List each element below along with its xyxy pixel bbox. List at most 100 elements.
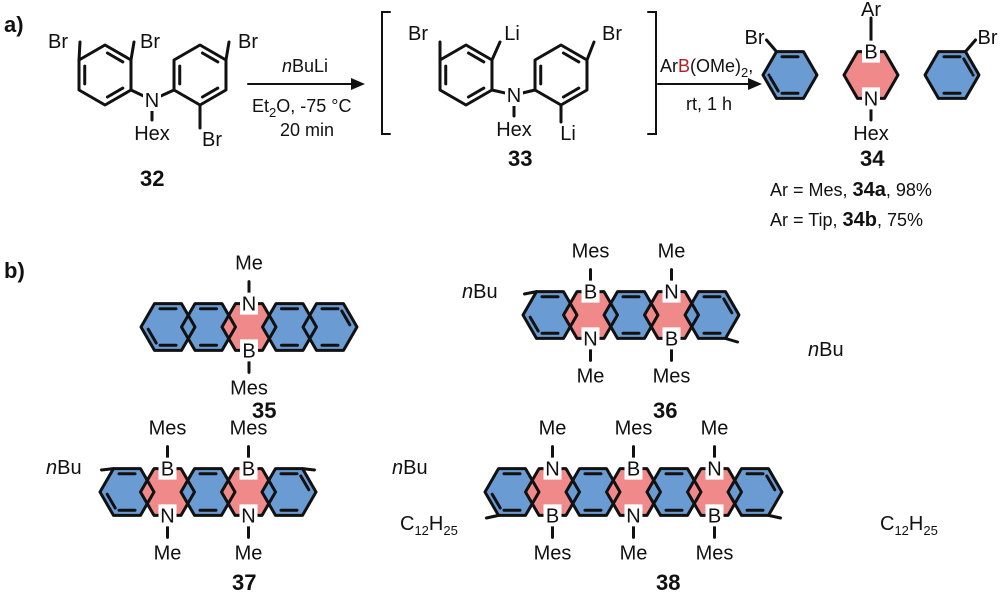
compound-33-li-bond-1 xyxy=(490,40,502,62)
double-bond xyxy=(466,86,486,99)
compound-38-nitrogen-1: N xyxy=(545,459,559,481)
compound-38-nitrogen-1-bg xyxy=(543,457,562,480)
double-bond xyxy=(722,297,734,315)
compound-37-ring-fill-3 xyxy=(221,468,276,516)
compound-32-br-label-1: Br xyxy=(48,31,68,53)
double-bond xyxy=(962,57,974,75)
compound-36-nitrogen-1-bg xyxy=(581,327,600,350)
compound-38-ring-2 xyxy=(564,467,622,517)
compound-36-sub-label-1-top: Mes xyxy=(572,241,610,263)
compound-36-boron-1-bg xyxy=(581,280,600,303)
compound-35-ring-0 xyxy=(139,302,197,352)
compound-32-nitrogen: N xyxy=(145,90,159,112)
compound-number-33: 33 xyxy=(508,146,532,171)
compound-38-alkyl-bond-left xyxy=(485,513,500,520)
double-bond xyxy=(299,474,311,492)
compound-38-ring-1 xyxy=(524,467,581,517)
compound-33-hex-label: Hex xyxy=(496,119,532,141)
compound-number-32: 32 xyxy=(140,166,164,191)
compound-35-ring-2 xyxy=(220,302,278,352)
compound-35-sub-label-2-bot: Mes xyxy=(230,377,268,399)
compound-36-ring-2 xyxy=(602,290,660,340)
compound-38-ring-fill-2 xyxy=(566,468,620,516)
compound-36-ring-1 xyxy=(562,290,619,340)
double-bond xyxy=(768,75,780,93)
compound-37-ring-3 xyxy=(220,467,277,517)
bonds xyxy=(77,16,981,539)
compound-36-nbu-bond-left xyxy=(523,290,538,296)
compound-37-sub-label-1-bot: Me xyxy=(154,542,182,564)
compound-37-boron-1: B xyxy=(161,459,174,481)
compound-37-boron-1-bg xyxy=(158,457,177,480)
compound-36-nitrogen-1: N xyxy=(583,328,597,350)
compound-38-boron-5-bg xyxy=(705,504,724,527)
compound-33-ring-right xyxy=(533,43,589,107)
double-bond xyxy=(200,51,220,64)
compound-35-ring-fill-2 xyxy=(222,303,276,351)
arrowhead-1 xyxy=(351,78,365,90)
compound-38-sub-label-3-bot: Me xyxy=(620,542,648,564)
double-bond xyxy=(561,51,581,64)
compound-37-sub-label-1-top: Mes xyxy=(149,418,187,440)
compound-38-sub-label-5-bot: Mes xyxy=(696,542,734,564)
compound-36-boron-1: B xyxy=(584,282,597,304)
compound-36-boron-3: B xyxy=(665,328,678,350)
compound-32-br-label-2: Br xyxy=(140,31,160,53)
compound-38-ring-6 xyxy=(726,467,784,517)
compound-36-nitrogen-3: N xyxy=(664,282,678,304)
compound-32-br-label-3: Br xyxy=(238,31,258,53)
double-bond xyxy=(490,492,502,510)
yield-line-34b: Ar = Tip, 34b, 75% xyxy=(770,209,923,231)
compound-37-nitrogen-1: N xyxy=(160,505,174,527)
compound-35-boron-2-bg xyxy=(240,339,258,362)
compound-32-br-bond-1 xyxy=(77,40,82,62)
double-bond xyxy=(200,86,220,99)
bracket-left xyxy=(381,11,391,135)
compound-36-nbu-right: nBu xyxy=(808,339,844,361)
compound-37-nbu-left: nBu xyxy=(46,457,82,479)
compound-38-ring-fill-3 xyxy=(606,468,661,516)
compound-number-38: 38 xyxy=(656,570,680,595)
compound-33-li-label-1: Li xyxy=(504,23,520,45)
compound-37-ring-4 xyxy=(260,467,318,517)
compound-38-ring-fill-5 xyxy=(687,468,742,516)
compound-34-boron: B xyxy=(864,42,877,64)
compound-37-nbu-bond-right xyxy=(301,467,316,472)
compound-33-nitrogen: N xyxy=(507,85,521,107)
compound-35-ring-fill-3 xyxy=(262,303,317,351)
compound-37-nitrogen-1-bg xyxy=(158,504,177,527)
arrowhead-2 xyxy=(748,78,762,90)
compound-34-ring-1 xyxy=(842,50,900,100)
compound-37-nbu-right: nBu xyxy=(392,457,428,479)
compound-38-ring-3 xyxy=(605,467,662,517)
compound-38-boron-3: B xyxy=(627,459,640,481)
compound-36-ring-fill-2 xyxy=(604,291,658,339)
step1-solvent: Et2O, -75 °C xyxy=(252,96,351,120)
compound-34-nitrogen-bg xyxy=(862,87,880,110)
compound-33-br-bond-2 xyxy=(585,40,596,62)
compound-32-hex-label: Hex xyxy=(134,123,170,145)
compound-33-br-label-1: Br xyxy=(408,23,428,45)
compound-35-ring-4 xyxy=(301,302,359,352)
compound-37-ring-fill-1 xyxy=(140,468,195,516)
compound-38-nitrogen-5-bg xyxy=(705,457,724,480)
compound-38-ring-fill-1 xyxy=(525,468,580,516)
compound-38-boron-1: B xyxy=(546,505,559,527)
compound-38-nitrogen-3: N xyxy=(626,505,640,527)
compound-38-boron-1-bg xyxy=(543,504,562,527)
compound-38-sub-label-3-top: Mes xyxy=(615,418,653,440)
panel-label-b: b) xyxy=(4,258,25,283)
compound-34-ar-label: Ar xyxy=(861,0,881,21)
double-bond xyxy=(765,474,777,492)
compound-34-nitrogen: N xyxy=(864,88,878,110)
compound-37-sub-label-3-bot: Me xyxy=(235,542,263,564)
compound-33-nitrogen-bg xyxy=(505,84,523,106)
compound-32-ring-right xyxy=(172,43,228,107)
compound-32-nitrogen-bg xyxy=(143,89,161,111)
compound-number-35: 35 xyxy=(252,398,276,423)
panel-label-a: a) xyxy=(4,12,24,37)
compound-36-ring-3 xyxy=(643,290,700,340)
step1-time: 20 min xyxy=(280,120,334,140)
compound-37-ring-2 xyxy=(179,467,237,517)
